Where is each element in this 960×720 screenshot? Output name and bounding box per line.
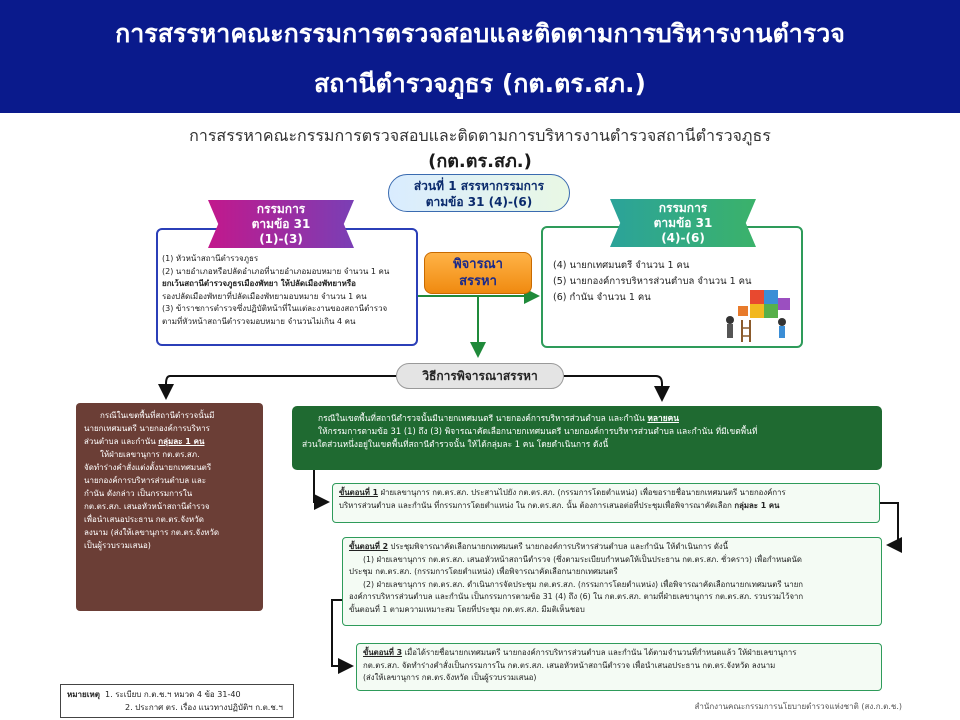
consider-recruit-box: พิจารณา สรรหา — [424, 252, 532, 294]
step-1-box: ขั้นตอนที่ 1 ฝ่ายเลขานุการ กต.ตร.สภ. ประ… — [332, 483, 880, 523]
method-label: วิธีการพิจารณาสรรหา — [396, 363, 564, 389]
banner-title-line1: การสรรหาคณะกรรมการตรวจสอบและติดตามการบริ… — [115, 19, 845, 48]
list-item: รองปลัดเมืองพัทยาที่ปลัดเมืองพัทยามอบหมา… — [162, 291, 367, 301]
connector-step2-to-step3 — [331, 599, 354, 674]
remarks-line1: หมายเหตุ 1. ระเบียบ ก.ต.ช.ฯ หมวด 4 ข้อ 3… — [67, 688, 287, 701]
single-case-line2: นายกเทศมนตรี นายกองค์การบริหาร — [84, 424, 210, 433]
list-item: (1) หัวหน้าสถานีตำรวจภูธร — [162, 254, 259, 263]
step2-line5: องค์การบริหารส่วนตำบล และกำนัน เป็นกรรมก… — [349, 592, 804, 601]
step2-line4: (2) ฝ่ายเลขานุการ กต.ตร.สภ. ดำเนินการจัด… — [363, 579, 803, 589]
right-committee-list: (4) นายกเทศมนตรี จำนวน 1 คน (5) นายกองค์… — [553, 258, 753, 306]
multi-case-line2: ให้กรรมการตามข้อ 31 (1) ถึง (3) พิจารณาค… — [318, 426, 758, 436]
step3-line1: ขั้นตอนที่ 3 เมื่อได้รายชื่อนายกเทศมนตรี… — [363, 647, 875, 660]
connector-to-single-case — [158, 375, 396, 400]
step2-line2: (1) ฝ่ายเลขานุการ กต.ตร.สภ. เสนอหัวหน้าส… — [363, 554, 802, 564]
part1-line2: ตามข้อ 31 (4)-(6) — [425, 195, 533, 209]
single-case-detail: ให้ฝ่ายเลขานุการ กต.ตร.สภ. — [100, 450, 200, 459]
single-case-detail: เป็นผู้รวบรวมเสนอ) — [84, 541, 151, 550]
single-case-detail: นายกองค์การบริหารส่วนตำบล และ — [84, 476, 207, 485]
right-ribbon-line3: (4)-(6) — [661, 231, 705, 245]
part1-line1: ส่วนที่ 1 สรรหากรรมการ — [413, 179, 545, 193]
step1-text: ฝ่ายเลขานุการ กต.ตร.สภ. ประสานไปยัง กต.ต… — [378, 488, 786, 497]
right-ribbon-line2: ตามข้อ 31 — [653, 216, 713, 230]
footer-credit: สำนักงานคณะกรรมการนโยบายตำรวจแห่งชาติ (ส… — [694, 702, 902, 711]
right-committee-ribbon: กรรมการ ตามข้อ 31 (4)-(6) — [610, 199, 756, 247]
list-item: ตามที่หัวหน้าสถานีตำรวจมอบหมาย จำนวนไม่เ… — [162, 316, 356, 326]
list-item: (3) ข้าราชการตำรวจซึ่งปฏิบัติหน้าที่ในแต… — [162, 304, 388, 313]
single-case-detail: กต.ตร.สภ. เสนอหัวหน้าสถานีตำรวจ — [84, 502, 210, 511]
step3-label: ขั้นตอนที่ 3 — [363, 648, 403, 657]
step1-line2: บริหารส่วนตำบล และกำนัน ที่กรรมการโดยตำแ… — [339, 500, 873, 513]
step1-text2: บริหารส่วนตำบล และกำนัน ที่กรรมการโดยตำแ… — [339, 500, 735, 510]
step2-text: ประชุมพิจารณาคัดเลือกนายกเทศมนตรี นายกอง… — [388, 542, 729, 551]
single-case-line3-text: ส่วนตำบล และกำนัน — [84, 437, 159, 446]
remarks-ref2: 2. ประกาศ ตร. เรื่อง แนวทางปฏิบัติฯ ก.ต.… — [125, 703, 283, 712]
remarks-box: หมายเหตุ 1. ระเบียบ ก.ต.ช.ฯ หมวด 4 ข้อ 3… — [60, 684, 294, 718]
puzzle-team-illustration — [726, 290, 790, 342]
single-case-emphasis: กลุ่มละ 1 คน — [158, 437, 205, 446]
single-case-detail: จัดทำร่างคำสั่งแต่งตั้งนายกเทศมนตรี — [84, 463, 212, 472]
right-ribbon-line1: กรรมการ — [658, 201, 708, 215]
step2-line3: ประชุม กต.ตร.สภ. (กรรมการโดยตำแหน่ง) เพื… — [349, 567, 618, 576]
remarks-ref1: 1. ระเบียบ ก.ต.ช.ฯ หมวด 4 ข้อ 31-40 — [105, 690, 241, 699]
diagram-title: การสรรหาคณะกรรมการตรวจสอบและติดตามการบริ… — [189, 126, 771, 145]
step2-line1: ขั้นตอนที่ 2 ประชุมพิจารณาคัดเลือกนายกเท… — [349, 541, 875, 554]
left-ribbon-line3: (1)-(3) — [259, 232, 303, 246]
remarks-line2: 2. ประกาศ ตร. เรื่อง แนวทางปฏิบัติฯ ก.ต.… — [67, 701, 287, 714]
step2-line6: ขั้นตอนที่ 1 ตามความเหมาะสม โดยที่ประชุม… — [349, 604, 585, 614]
step-3-box: ขั้นตอนที่ 3 เมื่อได้รายชื่อนายกเทศมนตรี… — [356, 643, 882, 691]
list-item: ยกเว้นสถานีตำรวจภูธรเมืองพัทยา ให้ปลัดเม… — [162, 279, 356, 288]
diagram-subtitle: (กต.ตร.สภ.) — [428, 151, 532, 172]
list-item: (5) นายกองค์การบริหารส่วนตำบล จำนวน 1 คน — [553, 276, 752, 287]
step1-label: ขั้นตอนที่ 1 — [339, 488, 379, 497]
connector-step1-to-step2 — [880, 502, 902, 553]
single-case-detail: กำนัน ดังกล่าว เป็นกรรมการใน — [84, 489, 193, 498]
multi-case-line1: กรณีในเขตพื้นที่สถานีตำรวจนั้นมีนายกเทศม… — [302, 412, 872, 425]
step-2-box: ขั้นตอนที่ 2 ประชุมพิจารณาคัดเลือกนายกเท… — [342, 537, 882, 626]
list-item: (4) นายกเทศมนตรี จำนวน 1 คน — [553, 260, 690, 271]
step1-line1: ขั้นตอนที่ 1 ฝ่ายเลขานุการ กต.ตร.สภ. ประ… — [339, 487, 873, 500]
step3-line3: (ส่งให้เลขานุการ กต.ตร.จังหวัด เป็นผู้รว… — [363, 673, 537, 682]
step2-label: ขั้นตอนที่ 2 — [349, 542, 389, 551]
header-banner: การสรรหาคณะกรรมการตรวจสอบและติดตามการบริ… — [0, 0, 960, 113]
single-case-line3: ส่วนตำบล และกำนัน กลุ่มละ 1 คน — [84, 435, 255, 448]
step1-emphasis: กลุ่มละ 1 คน — [734, 500, 780, 510]
single-case-detail: ลงนาม (ส่งให้เลขานุการ กต.ตร.จังหวัด — [84, 528, 220, 537]
single-case-line1: กรณีในเขตพื้นที่สถานีตำรวจนั้นมี — [100, 411, 215, 420]
left-committee-ribbon: กรรมการ ตามข้อ 31 (1)-(3) — [208, 200, 354, 248]
multiple-candidate-case: กรณีในเขตพื้นที่สถานีตำรวจนั้นมีนายกเทศม… — [292, 406, 882, 470]
list-item: (6) กำนัน จำนวน 1 คน — [553, 292, 651, 303]
single-case-detail: เพื่อนำเสนอประธาน กต.ตร.จังหวัด — [84, 515, 204, 524]
connector-to-multiple-case — [564, 375, 670, 402]
multi-case-line1-text: กรณีในเขตพื้นที่สถานีตำรวจนั้นมีนายกเทศม… — [318, 413, 648, 423]
part1-badge: ส่วนที่ 1 สรรหากรรมการ ตามข้อ 31 (4)-(6) — [388, 174, 570, 212]
left-ribbon-line1: กรรมการ — [256, 202, 306, 216]
multi-case-emphasis: หลายคน — [647, 413, 679, 423]
left-committee-list: (1) หัวหน้าสถานีตำรวจภูธร (2) นายอำเภอหร… — [162, 253, 414, 328]
step3-line2: กต.ตร.สภ. จัดทำร่างคำสั่งเป็นกรรมการใน ก… — [363, 660, 776, 670]
remarks-label: หมายเหตุ — [67, 690, 100, 699]
multi-case-line3: ส่วนใดส่วนหนึ่งอยู่ในเขตพื้นที่สถานีตำรว… — [302, 439, 609, 449]
step3-text: เมื่อได้รายชื่อนายกเทศมนตรี นายกองค์การบ… — [402, 648, 797, 657]
single-candidate-case: กรณีในเขตพื้นที่สถานีตำรวจนั้นมี นายกเทศ… — [76, 403, 263, 611]
connector-to-step1 — [313, 470, 330, 510]
banner-title-line2: สถานีตำรวจภูธร (กต.ตร.สภ.) — [314, 69, 646, 98]
left-ribbon-line2: ตามข้อ 31 — [251, 217, 311, 231]
consider-line2: สรรหา — [459, 274, 497, 289]
right-committee-box — [541, 226, 803, 348]
consider-line1: พิจารณา — [453, 257, 503, 272]
list-item: (2) นายอำเภอหรือปลัดอำเภอที่นายอำเภอมอบห… — [162, 266, 390, 276]
